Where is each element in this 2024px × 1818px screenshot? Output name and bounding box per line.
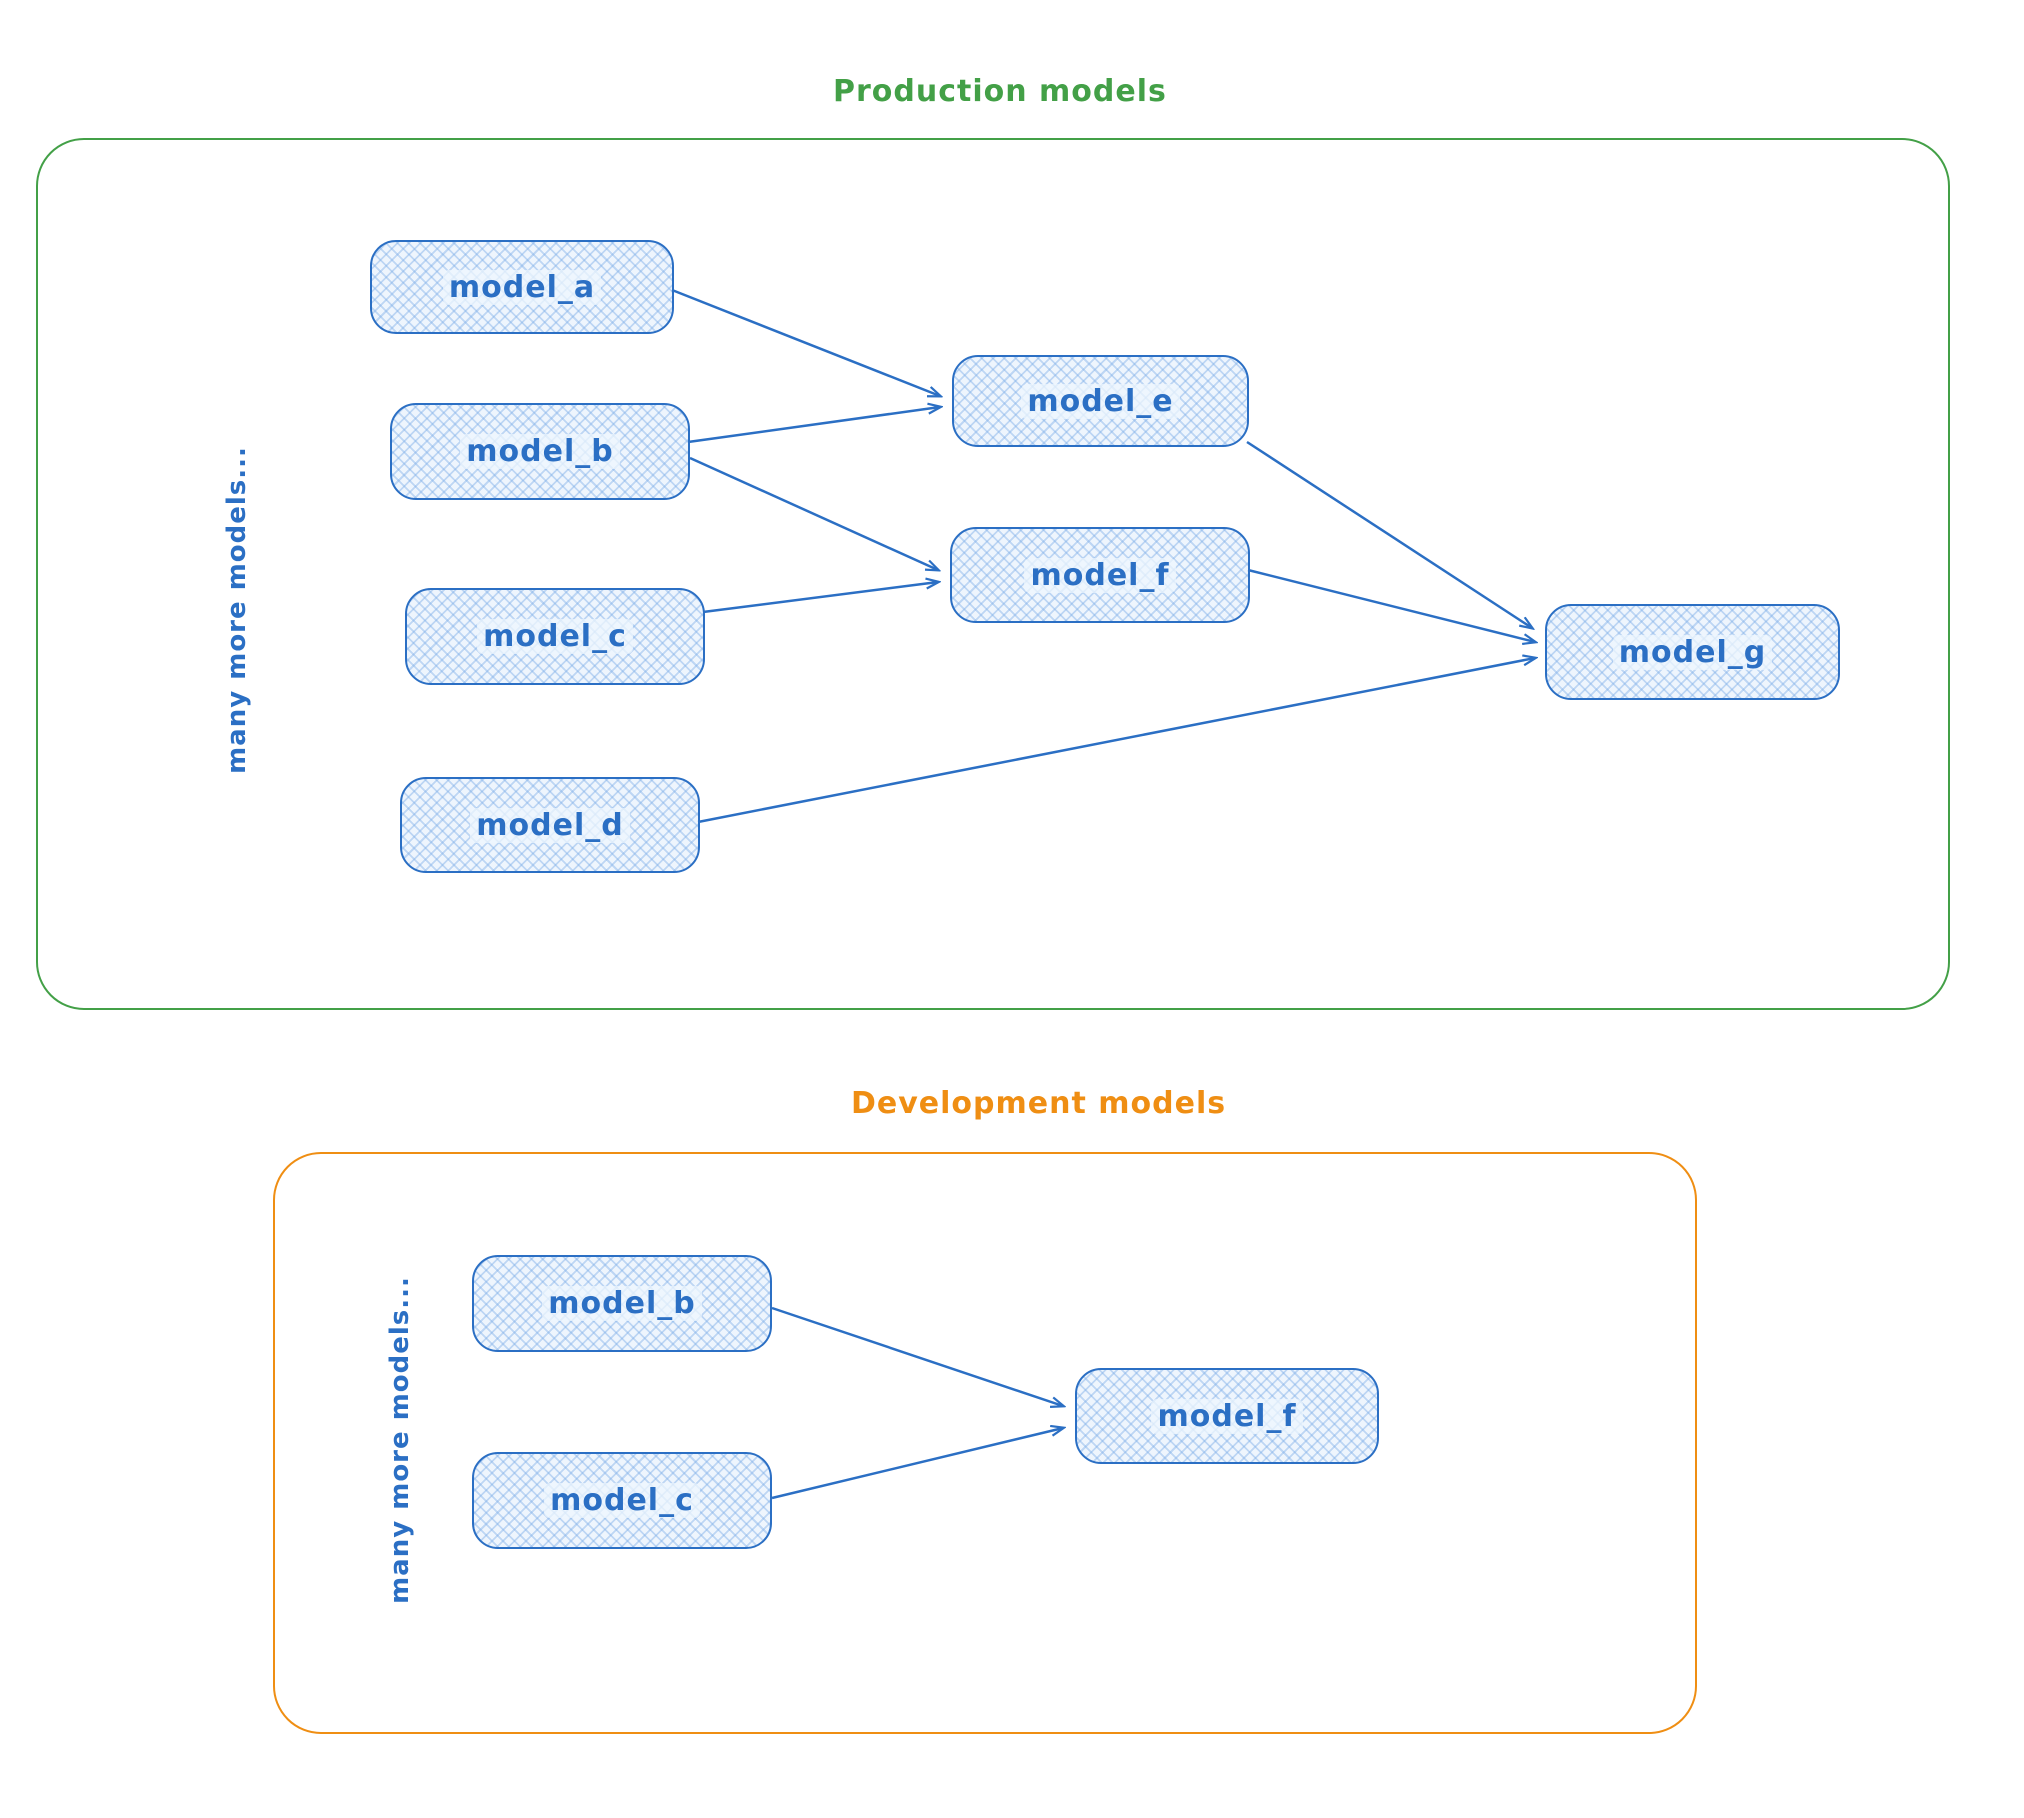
node-model-a-label: model_a <box>442 269 602 305</box>
development-side-label: many more models... <box>385 1276 415 1604</box>
production-container-frame <box>36 138 1950 1010</box>
node-model-c-label: model_c <box>477 619 633 654</box>
node-model-b: model_b <box>390 403 690 500</box>
production-section-title: Production models <box>833 74 1167 109</box>
dev-node-model-f: model_f <box>1075 1368 1379 1464</box>
dev-node-model-c-label: model_c <box>544 1483 700 1518</box>
node-model-d-label: model_d <box>470 807 630 843</box>
production-side-label: many more models... <box>222 446 252 774</box>
node-model-e: model_e <box>952 355 1249 447</box>
node-model-g-label: model_g <box>1612 634 1773 670</box>
node-model-g: model_g <box>1545 604 1840 700</box>
development-container-frame <box>273 1152 1697 1734</box>
node-model-c: model_c <box>405 588 705 685</box>
node-model-e-label: model_e <box>1021 383 1180 419</box>
dev-node-model-f-label: model_f <box>1151 1398 1303 1434</box>
node-model-f-label: model_f <box>1024 557 1176 593</box>
dev-node-model-b-label: model_b <box>542 1286 702 1321</box>
node-model-f: model_f <box>950 527 1250 623</box>
node-model-b-label: model_b <box>460 434 620 469</box>
development-section-title: Development models <box>851 1086 1227 1121</box>
dev-node-model-c: model_c <box>472 1452 772 1549</box>
dev-node-model-b: model_b <box>472 1255 772 1352</box>
node-model-a: model_a <box>370 240 674 334</box>
node-model-d: model_d <box>400 777 700 873</box>
